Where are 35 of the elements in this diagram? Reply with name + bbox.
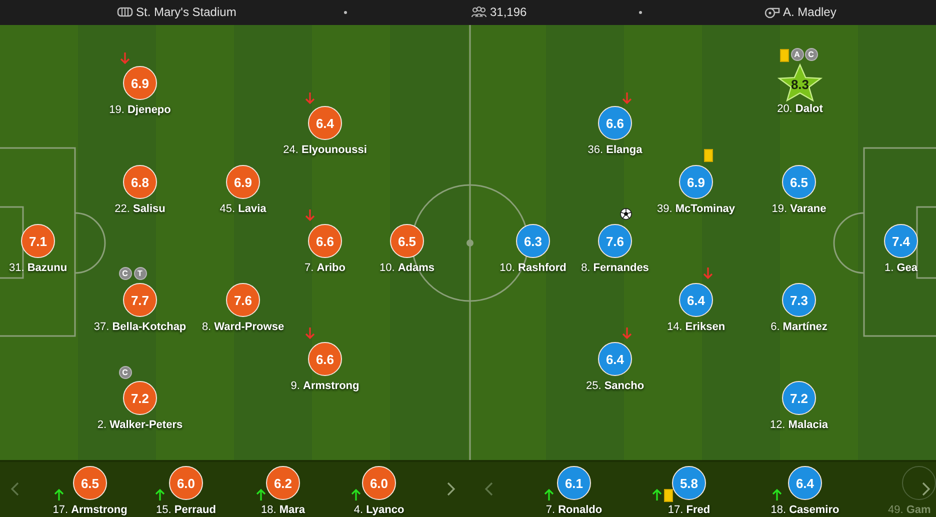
player-name: 7. Ronaldo — [546, 504, 602, 516]
rating-circle — [902, 466, 936, 500]
player-name: 49. Gam — [888, 504, 931, 516]
player-name: 45. Lavia — [220, 203, 266, 215]
player-name: 25. Sancho — [586, 380, 644, 392]
player-name: 8. Ward-Prowse — [202, 321, 284, 333]
player-name: 10. Rashford — [500, 262, 566, 274]
player-name: 9. Armstrong — [290, 380, 360, 392]
player-name: 12. Malacia — [770, 419, 828, 431]
player-name: 36. Elanga — [588, 144, 642, 156]
player-name: 8. Fernandes — [581, 262, 649, 274]
player-name: 14. Eriksen — [666, 321, 726, 333]
player-name: 7. Aribo — [304, 262, 346, 274]
player-name: 20. Dalot — [777, 103, 823, 115]
player-name: 18. Casemiro — [770, 504, 840, 516]
player-name: 39. McTominay — [656, 203, 736, 215]
player-name: 1. Gea — [884, 262, 918, 274]
player-name: 24. Elyounoussi — [283, 144, 367, 156]
player-name: 2. Walker-Peters — [97, 419, 183, 431]
player-name: 17. Armstrong — [52, 504, 128, 516]
player-name: 6. Martínez — [770, 321, 828, 333]
player-name: 19. Djenepo — [109, 104, 171, 116]
player-name: 19. Varane — [772, 203, 826, 215]
stadium-name: St. Mary's Stadium — [136, 4, 236, 21]
player-name: 10. Adams — [379, 262, 435, 274]
player-name: 18. Mara — [260, 504, 306, 516]
player-name: 22. Salisu — [114, 203, 166, 215]
rating-star: 8.3 — [776, 62, 824, 102]
player-name: 17. Fred — [668, 504, 710, 516]
player-name: 15. Perraud — [156, 504, 216, 516]
attendance-count: 31,196 — [490, 4, 527, 21]
player-name: 37. Bella-Kotchap — [94, 321, 186, 333]
player-name: 31. Bazunu — [8, 262, 68, 274]
player-name: 4. Lyanco — [354, 504, 404, 516]
referee-name: A. Madley — [783, 4, 836, 21]
